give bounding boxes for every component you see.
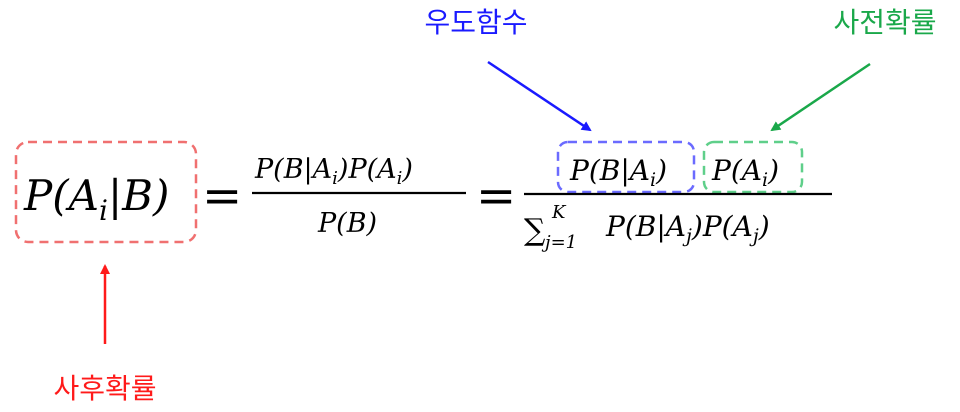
prior-box	[702, 140, 804, 194]
fraction2-numerator-prior: P(Ai)	[711, 154, 779, 191]
summation-sign: ∑	[524, 213, 546, 248]
prior-label: 사전확률	[833, 6, 936, 39]
formula-lhs: P(Ai|B)	[23, 171, 169, 227]
equals-sign-1: =	[202, 168, 242, 224]
likelihood-label: 우도함수	[424, 6, 527, 39]
equals-sign-2: =	[476, 168, 516, 224]
summation-upper-limit: K	[551, 202, 567, 223]
fraction1-numerator: P(B|Ai)P(Ai)	[254, 154, 413, 189]
prior-arrow	[770, 62, 871, 132]
likelihood-box	[556, 140, 696, 194]
posterior-box	[14, 140, 198, 244]
summation-lower-limit: j=1	[541, 232, 577, 253]
posterior-label: 사후확률	[53, 372, 156, 405]
fraction1-denominator: P(B)	[317, 208, 377, 239]
likelihood-arrow	[487, 60, 592, 132]
fraction2-denominator: P(B|Aj)P(Aj)	[605, 210, 770, 247]
fraction2-numerator-likelihood: P(B|Ai)	[569, 154, 667, 191]
